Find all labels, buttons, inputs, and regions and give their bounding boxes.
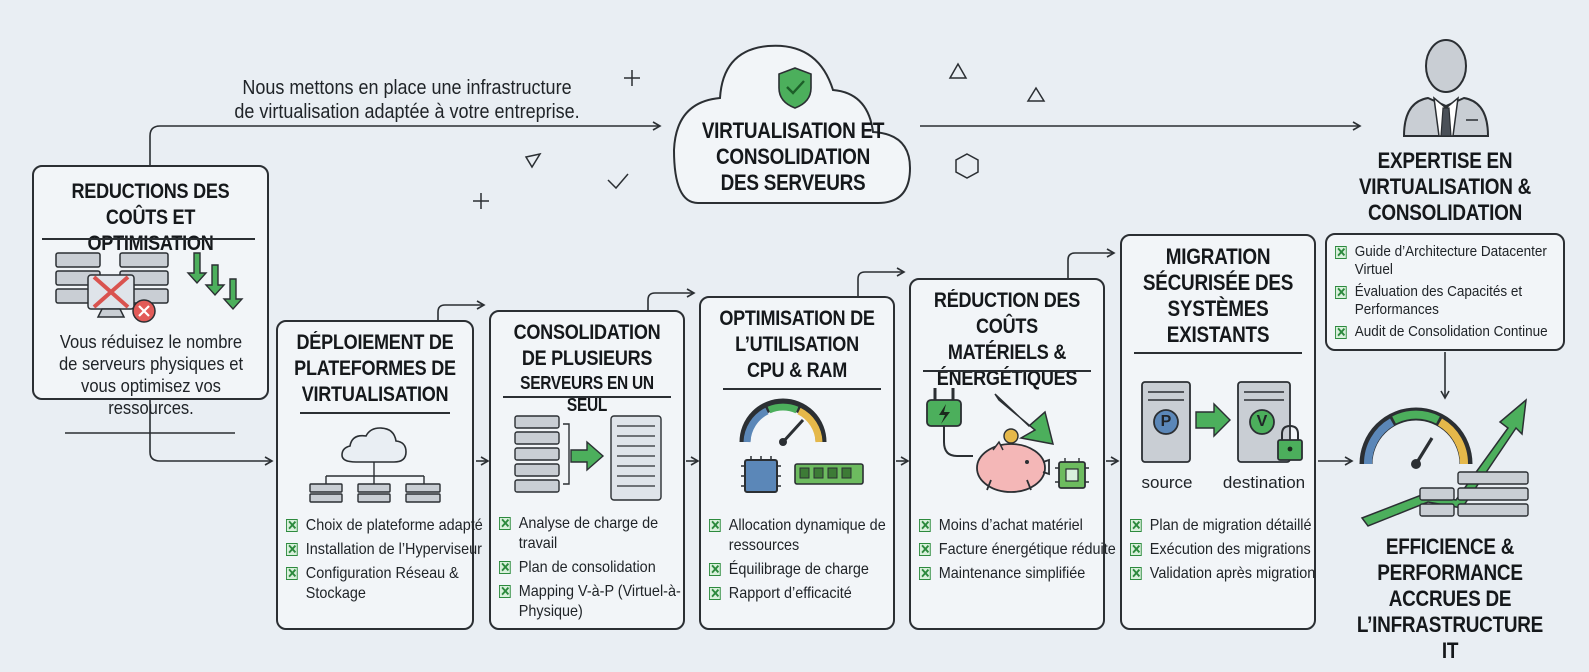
list-item: Choix de plateforme adapté bbox=[286, 516, 486, 536]
source-label: source bbox=[1141, 473, 1193, 492]
checkbox-icon bbox=[286, 519, 298, 532]
list-item: Moins d’achat matériel bbox=[919, 516, 1117, 536]
step-card-consolidation: Consolidation de Plusieurs Serveurs en u… bbox=[489, 310, 685, 630]
list-item: Évaluation des Capacités et Performances bbox=[1335, 283, 1577, 319]
triangle-icon bbox=[1026, 86, 1046, 102]
checkbox-icon bbox=[1130, 543, 1142, 556]
removed-servers-icon bbox=[55, 252, 244, 323]
list-item: Maintenance simplifiée bbox=[919, 564, 1117, 584]
arrow-top-step2 bbox=[647, 288, 696, 312]
list-item: Exécution des migrations bbox=[1130, 540, 1328, 560]
step-list: Plan de migration détaillé Exécution des… bbox=[1130, 516, 1315, 588]
step-title: Consolidation de Plusieurs bbox=[513, 321, 661, 370]
checkbox-icon bbox=[1130, 567, 1142, 580]
list-item: Rapport d’efficacité bbox=[709, 584, 907, 604]
reductions-box: Reductions des Coûts et Optimisation Vou… bbox=[32, 165, 269, 418]
step-title: Migration Sécurisée des Systèmes Existan… bbox=[1142, 244, 1294, 347]
step-title: Réduction des Coûts Matériels & Énergéti… bbox=[933, 289, 1081, 390]
step-card-reduction: Réduction des Coûts Matériels & Énergéti… bbox=[909, 278, 1116, 630]
checkbox-icon bbox=[919, 543, 931, 556]
list-item: Validation après migration bbox=[1130, 564, 1328, 584]
checkbox-icon bbox=[1335, 326, 1347, 339]
central-title: Virtualisation et Consolidation des Serv… bbox=[701, 118, 885, 195]
destination-v-label: V bbox=[1256, 413, 1268, 430]
list-item: Plan de consolidation bbox=[499, 558, 697, 578]
list-item: Configuration Réseau & Stockage bbox=[286, 564, 486, 604]
expertise-title: Expertise en Virtualisation & Consolidat… bbox=[1358, 148, 1532, 225]
servers-merge-icon bbox=[514, 415, 662, 501]
step-list: Analyse de charge de travail Plan de con… bbox=[499, 514, 681, 626]
checkbox-icon bbox=[1335, 286, 1347, 299]
checkbox-icon bbox=[919, 519, 931, 532]
expertise-box: Guide d’Architecture Datacenter Virtuel … bbox=[1325, 233, 1565, 351]
arrow-reductions-down bbox=[149, 400, 274, 466]
list-item: Analyse de charge de travail bbox=[499, 514, 697, 554]
list-item: Équilibrage de charge bbox=[709, 560, 907, 580]
list-item: Installation de l’Hyperviseur bbox=[286, 540, 486, 560]
source-p-label: P bbox=[1160, 413, 1172, 430]
arrow-intro-to-cloud bbox=[149, 121, 662, 165]
list-item: Facture énergétique réduite bbox=[919, 540, 1117, 560]
arrow-top-step4 bbox=[1067, 248, 1116, 280]
list-item: Allocation dynamique de ressources bbox=[709, 516, 907, 556]
arrow-top-step1 bbox=[437, 300, 486, 322]
cpu-ram-gauge-icon bbox=[739, 398, 864, 493]
expertise-list: Guide d’Architecture Datacenter Virtuel … bbox=[1335, 243, 1557, 345]
step-list: Allocation dynamique de ressources Équil… bbox=[709, 516, 887, 608]
checkbox-icon bbox=[286, 543, 298, 556]
checkbox-icon bbox=[499, 517, 511, 530]
check-icon bbox=[607, 173, 629, 190]
checkbox-icon bbox=[709, 563, 721, 576]
reductions-title: Reductions des Coûts et Optimisation bbox=[71, 180, 230, 255]
checkbox-icon bbox=[709, 519, 721, 532]
step-card-migration: Migration Sécurisée des Systèmes Existan… bbox=[1120, 234, 1316, 630]
step-title: Optimisation de l’Utilisation CPU & RAM bbox=[719, 307, 875, 382]
shield-check-icon bbox=[778, 67, 812, 109]
performance-gauge-icon bbox=[1359, 398, 1529, 527]
step-card-optimisation: Optimisation de l’Utilisation CPU & RAM … bbox=[699, 296, 895, 630]
checkbox-icon bbox=[1130, 519, 1142, 532]
cloud-shape bbox=[672, 44, 912, 204]
sparkle-icon bbox=[624, 70, 640, 86]
migration-servers-icon bbox=[1141, 381, 1303, 463]
checkbox-icon bbox=[499, 585, 511, 598]
step-card-deploiement: Déploiement de Plateformes de Virtualisa… bbox=[276, 320, 483, 630]
arrow-top-step3 bbox=[857, 267, 906, 298]
list-item: Guide d’Architecture Datacenter Virtuel bbox=[1335, 243, 1577, 279]
intro-text: Nous mettons en place une infrastructure… bbox=[234, 77, 580, 123]
checkbox-icon bbox=[919, 567, 931, 580]
triangle-icon bbox=[524, 152, 542, 169]
reductions-text: Vous réduisez le nombre de serveurs phys… bbox=[58, 332, 244, 418]
result-title: Efficience & Performance Accrues de l’In… bbox=[1356, 534, 1544, 663]
cloud-network-icon bbox=[309, 427, 441, 503]
step-subtitle: Serveurs en un Seul bbox=[520, 373, 654, 415]
destination-label: destination bbox=[1222, 473, 1306, 492]
businessman-icon bbox=[1402, 39, 1490, 137]
step-list: Moins d’achat matériel Facture énergétiq… bbox=[919, 516, 1116, 588]
step-list: Choix de plateforme adapté Installation … bbox=[286, 516, 483, 608]
checkbox-icon bbox=[1335, 246, 1347, 259]
checkbox-icon bbox=[499, 561, 511, 574]
plug-piggybank-icon bbox=[926, 388, 1089, 493]
list-item: Audit de Consolidation Continue bbox=[1335, 323, 1577, 341]
checkbox-icon bbox=[286, 567, 298, 580]
list-item: Mapping V-à-P (Virtuel-à-Physique) bbox=[499, 582, 697, 622]
triangle-icon bbox=[948, 62, 968, 79]
list-item: Plan de migration détaillé bbox=[1130, 516, 1328, 536]
checkbox-icon bbox=[709, 587, 721, 600]
sparkle-icon bbox=[473, 193, 489, 209]
step-title: Déploiement de Plateformes de Virtualisa… bbox=[294, 331, 456, 406]
hexagon-icon bbox=[955, 153, 979, 179]
